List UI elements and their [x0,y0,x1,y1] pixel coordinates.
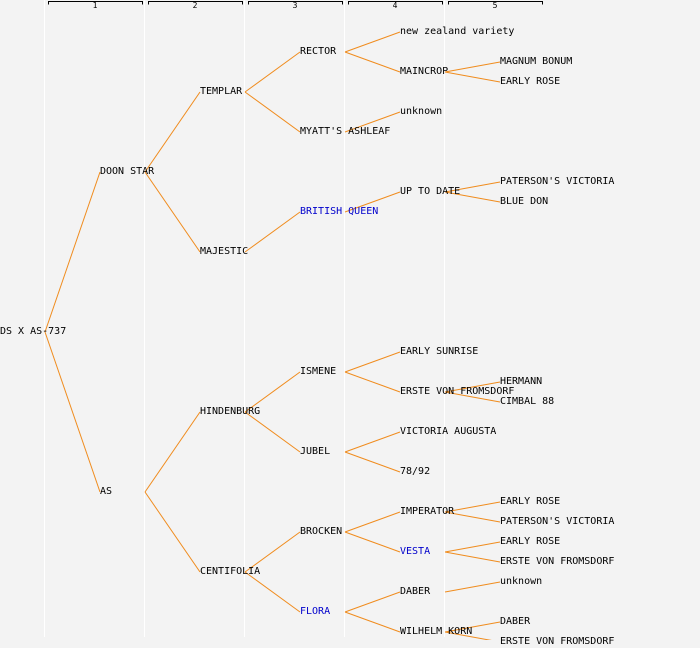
node-label[interactable]: BRITISH QUEEN [300,206,379,217]
tree-edge [244,531,301,573]
tree-edge [444,61,501,73]
node-label[interactable]: DOON STAR [100,166,155,177]
node-label[interactable]: VICTORIA AUGUSTA [400,426,497,437]
node-label[interactable]: UP TO DATE [400,186,461,197]
node-label[interactable]: EARLY ROSE [500,496,561,507]
node-label[interactable]: IMPERATOR [400,506,455,517]
node-label[interactable]: CIMBAL 88 [500,396,555,407]
tree-edge [244,51,301,93]
column-dividers [44,0,445,637]
generation-brackets [48,1,543,5]
tree-edge [444,511,501,523]
node-label[interactable]: JUBEL [300,446,331,457]
node-label[interactable]: RECTOR [300,46,337,57]
tree-edge [444,551,501,563]
tree-edge [244,571,301,613]
tree-edge [344,511,401,533]
tree-edge [244,371,301,413]
tree-edge [444,541,501,553]
node-label[interactable]: 78/92 [400,466,431,477]
tree-edge [344,31,401,53]
tree-edge [444,621,501,633]
generation-header: 2 [192,1,198,10]
tree-edge [444,631,492,640]
tree-edge [344,371,401,393]
tree-edge [244,91,301,133]
tree-edge [344,351,401,373]
tree-edge [144,411,201,493]
node-label[interactable]: MAGNUM BONUM [500,56,573,67]
tree-edge [344,531,401,553]
node-label[interactable]: TEMPLAR [200,86,243,97]
generation-bracket [348,1,443,5]
tree-edge [144,171,201,253]
tree-edge [144,91,201,173]
node-label[interactable]: CENTIFOLIA [200,566,261,577]
tree-edge [444,181,501,193]
node-label[interactable]: EARLY ROSE [500,76,561,87]
tree-edge [344,431,401,453]
node-label[interactable]: ISMENE [300,366,337,377]
tree-edge [344,191,401,213]
node-label[interactable]: PATERSON'S VICTORIA [500,516,615,527]
tree-edge [44,331,101,493]
generation-header: 3 [292,1,298,10]
node-label[interactable]: VESTA [400,546,431,557]
node-label[interactable]: MYATT'S ASHLEAF [300,126,391,137]
tree-edges [44,31,501,640]
generation-bracket [148,1,243,5]
node-label[interactable]: unknown [400,106,443,117]
tree-edge [444,391,501,403]
node-label[interactable]: ERSTE VON FROMSDORF [500,636,615,647]
tree-edge [344,591,401,613]
tree-edge [444,71,501,83]
node-label[interactable]: ERSTE VON FROMSDORF [400,386,515,397]
node-label[interactable]: BROCKEN [300,526,343,537]
node-label[interactable]: AS [100,486,113,497]
node-label[interactable]: FLORA [300,606,331,617]
node-label[interactable]: MAJESTIC [200,246,249,257]
tree-edge [444,501,501,513]
generation-header: 4 [392,1,398,10]
node-label[interactable]: unknown [500,576,543,587]
node-label[interactable]: DS X AS-737 [0,326,67,337]
generation-header: 5 [492,1,498,10]
tree-edge [444,381,501,393]
generation-bracket [248,1,343,5]
tree-edge [444,191,501,203]
generation-bracket [448,1,543,5]
tree-edge [244,411,301,453]
node-label[interactable]: EARLY ROSE [500,536,561,547]
node-label[interactable]: EARLY SUNRISE [400,346,479,357]
tree-edge [44,171,101,333]
node-label[interactable]: new zealand variety [400,26,515,37]
node-label[interactable]: DABER [500,616,531,627]
generation-header: 1 [92,1,98,10]
node-label[interactable]: ERSTE VON FROMSDORF [500,556,615,567]
generation-bracket [48,1,143,5]
tree-edge [444,581,501,593]
node-label[interactable]: HERMANN [500,376,543,387]
node-label[interactable]: DABER [400,586,431,597]
tree-edge [344,611,401,633]
node-label[interactable]: HINDENBURG [200,406,261,417]
node-label[interactable]: BLUE DON [500,196,549,207]
node-label[interactable]: WILHELM KORN [400,626,473,637]
tree-edge [344,111,401,133]
tree-edge [244,211,301,253]
node-label[interactable]: MAINCROP [400,66,449,77]
tree-edge [144,491,201,573]
tree-edge [344,451,401,473]
tree-edge [344,51,401,73]
node-label[interactable]: PATERSON'S VICTORIA [500,176,615,187]
